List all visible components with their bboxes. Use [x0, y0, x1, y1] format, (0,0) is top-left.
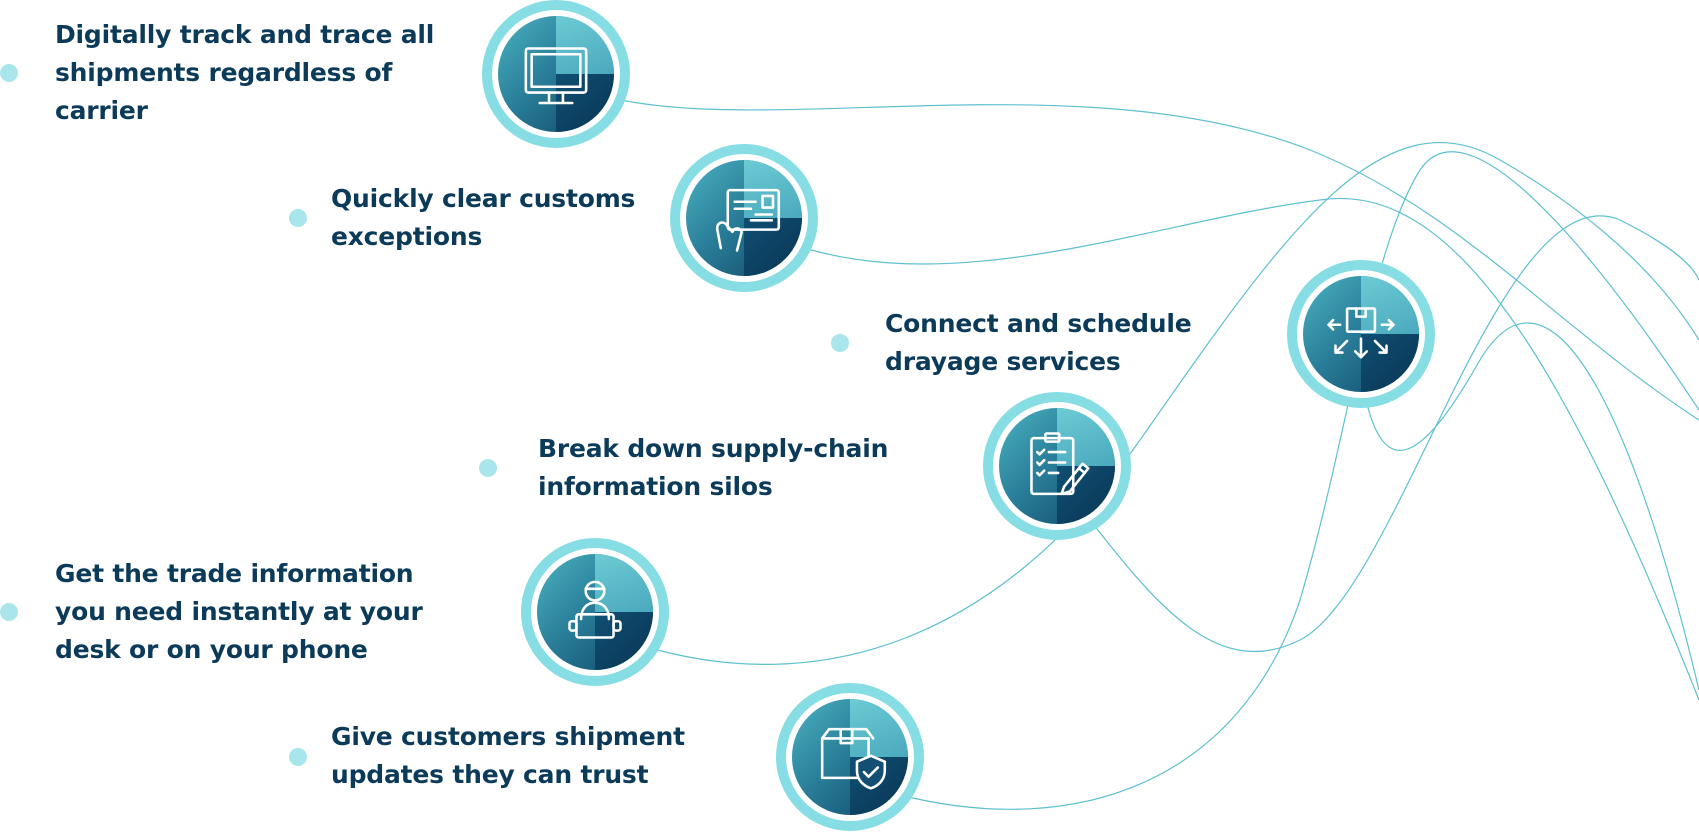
package-distribution-icon [1327, 307, 1395, 359]
clipboard-checklist-icon [1030, 432, 1090, 496]
feature-label: Get the trade information you need insta… [55, 559, 423, 664]
connector-line [1089, 215, 1699, 652]
connector-line [599, 94, 1699, 421]
feature-badge [521, 538, 669, 686]
bullet-dot [479, 459, 497, 477]
feature-label: Connect and schedule drayage services [885, 309, 1192, 376]
feature-label: Give customers shipment updates they can… [331, 722, 685, 789]
feature-label: Break down supply-chain information silo… [538, 434, 889, 501]
feature-badge [1287, 260, 1435, 408]
connector-line [794, 197, 1699, 701]
bullet-dot [831, 334, 849, 352]
feature-badge [776, 683, 924, 831]
package-shield-icon [820, 727, 887, 790]
bullet-dot [0, 603, 18, 621]
feature-badge [983, 392, 1131, 540]
worker-with-box-icon [568, 580, 622, 639]
connector-line [639, 141, 1699, 665]
connector-line [1359, 322, 1699, 691]
feature-badge [670, 144, 818, 292]
bullet-dot [289, 209, 307, 227]
bullet-dot [0, 64, 18, 82]
monitor-icon [524, 47, 588, 105]
bullet-dot [289, 748, 307, 766]
feature-label: Quickly clear customs exceptions [331, 184, 636, 251]
feature-badge [482, 0, 630, 148]
customs-document-icon [715, 188, 781, 252]
feature-label: Digitally track and trace all shipments … [55, 20, 435, 125]
